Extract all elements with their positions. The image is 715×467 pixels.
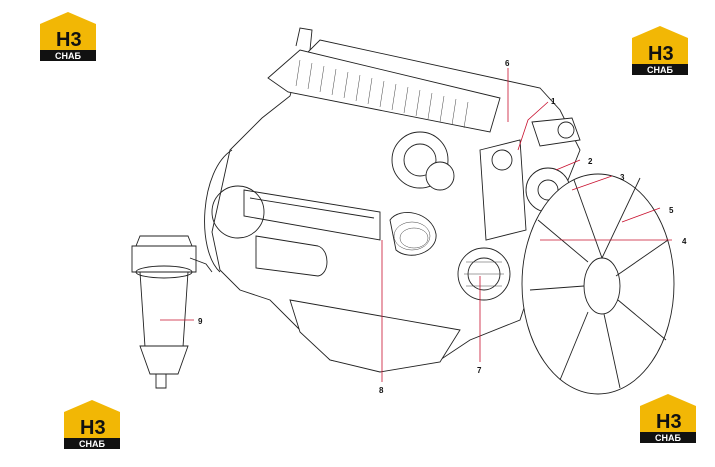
- callout-3: 3: [620, 173, 625, 182]
- logo-mark: H3: [80, 417, 106, 439]
- logo-word: СНАБ: [79, 439, 105, 449]
- logo-word: СНАБ: [55, 51, 81, 61]
- leader-lines: [160, 68, 672, 382]
- h3-snab-logo: H3 СНАБ: [632, 26, 688, 75]
- callout-4: 4: [682, 237, 687, 246]
- h3-snab-logo: H3 СНАБ: [40, 12, 96, 61]
- logo-word: СНАБ: [655, 433, 681, 443]
- logo-bottom-left: H3 СНАБ: [58, 398, 126, 450]
- engine-block: [204, 27, 581, 373]
- callout-5: 5: [669, 206, 674, 215]
- h3-snab-logo: H3 СНАБ: [64, 400, 120, 449]
- callout-labels: 1 2 3 4 5 6 7 8 9: [198, 59, 687, 395]
- callout-6: 6: [505, 59, 510, 68]
- logo-bottom-right: H3 СНАБ: [634, 392, 702, 444]
- logo-mark: H3: [648, 43, 674, 65]
- logo-mark: H3: [656, 411, 682, 433]
- h3-snab-logo: H3 СНАБ: [640, 394, 696, 443]
- callout-9: 9: [198, 317, 203, 326]
- logo-top-right: H3 СНАБ: [626, 24, 694, 76]
- logo-word: СНАБ: [647, 65, 673, 75]
- fuel-filter: [131, 235, 213, 389]
- callout-2: 2: [588, 157, 593, 166]
- cooling-fan: [521, 173, 675, 395]
- callout-7: 7: [477, 366, 482, 375]
- callout-1: 1: [551, 97, 556, 106]
- callout-8: 8: [379, 386, 384, 395]
- logo-top-left: H3 СНАБ: [34, 10, 102, 62]
- logo-mark: H3: [56, 29, 82, 51]
